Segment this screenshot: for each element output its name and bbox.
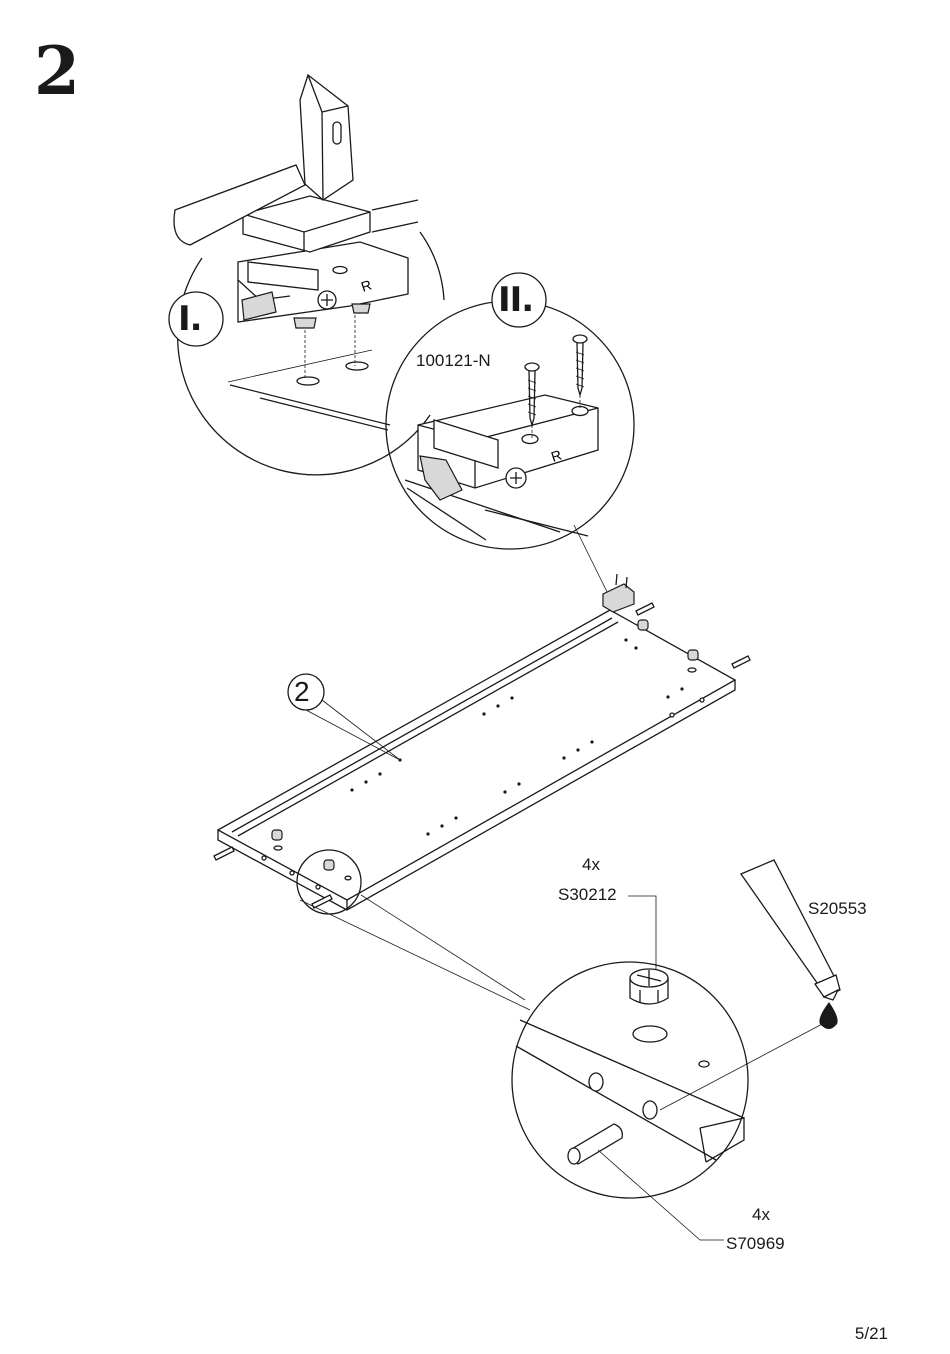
detail-i-view: R [174, 75, 444, 475]
cam-lock-quantity: 4x [582, 856, 600, 873]
cam-lock-part-code: S30212 [558, 886, 617, 903]
page-number: 5/21 [855, 1324, 888, 1344]
board-edge-detail [516, 969, 744, 1164]
glue-part-code: S20553 [808, 900, 867, 917]
shelf-panel [214, 574, 750, 910]
glue-bottle [741, 860, 840, 1029]
panel-number: 2 [294, 678, 310, 706]
detail-ii-label: II. [498, 283, 533, 317]
dowel-part-code: S70969 [726, 1235, 785, 1252]
screw-part-code: 100121-N [416, 352, 491, 369]
detail-i-label: I. [178, 302, 202, 336]
dowel-quantity: 4x [752, 1206, 770, 1223]
detail-ii-view: R [386, 301, 634, 549]
